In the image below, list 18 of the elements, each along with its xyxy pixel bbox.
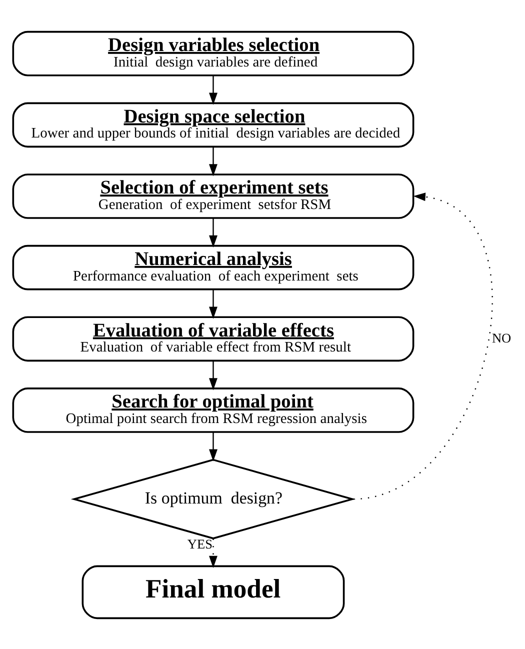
arrow xyxy=(209,146,218,176)
arrow xyxy=(209,288,218,318)
arrow xyxy=(209,218,218,248)
node-box: Numerical analysis Performance evaluation of each experiment sets xyxy=(12,244,414,290)
node-box: Design space selection Lower and upper bounds of initial design variables are decided xyxy=(12,102,414,148)
arrow xyxy=(209,432,218,461)
arrow xyxy=(209,538,218,568)
edge-label: NO xyxy=(492,330,512,345)
node-box: Final model xyxy=(82,564,345,619)
node-box: Design variables selection Initial design variables are defined xyxy=(12,30,414,76)
node-box: Evaluation of variable effects Evaluation of variable effect from RSM result xyxy=(12,316,414,362)
edge-label: YES xyxy=(187,536,212,552)
arrow xyxy=(353,192,492,500)
arrow xyxy=(209,360,218,390)
node-box: Selection of experiment sets Generation of experiment setsfor RSM xyxy=(12,173,414,218)
node-diamond: Is optimum design? xyxy=(70,458,356,539)
node-box: Search for optimal point Optimal point search from RSM regression analysis xyxy=(12,387,414,432)
arrow xyxy=(209,74,218,104)
